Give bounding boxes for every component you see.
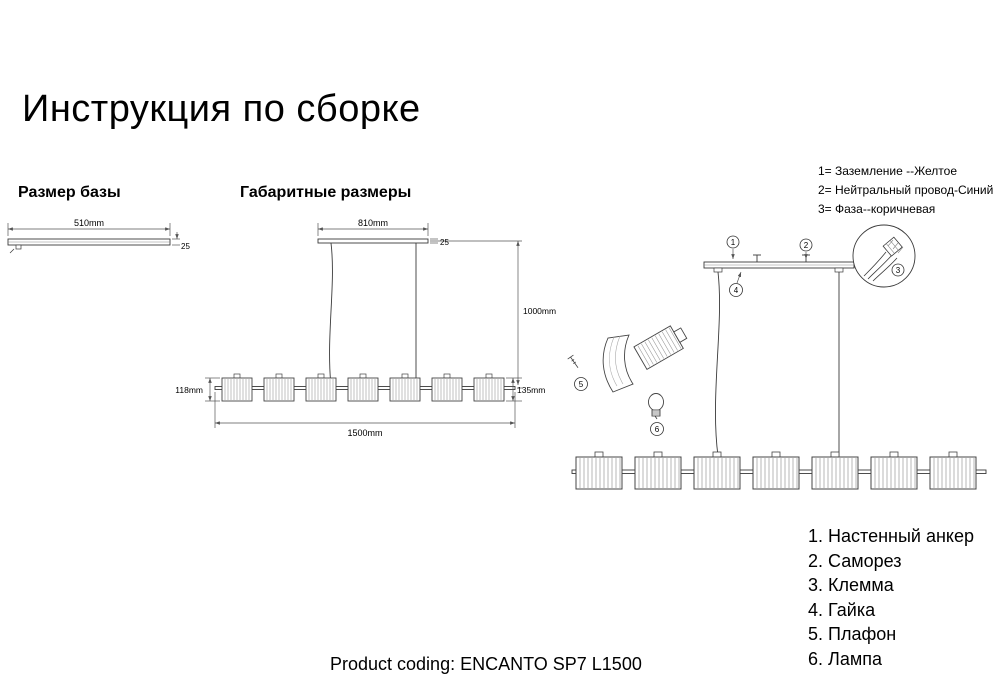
callout-6-badge: 6 bbox=[650, 422, 664, 436]
assembled-fixture-drawing bbox=[571, 451, 987, 490]
svg-text:3: 3 bbox=[896, 266, 901, 275]
page-title: Инструкция по сборке bbox=[22, 88, 421, 130]
callout-3-badge: 3 bbox=[891, 263, 905, 277]
assembly-drawing bbox=[703, 224, 916, 457]
legend-item-ground: 1= Заземление --Желтое bbox=[818, 164, 958, 178]
part-item-shade: 5. Плафон bbox=[808, 624, 897, 644]
dim-canopy-width: 810mm bbox=[358, 218, 388, 228]
wiring-legend: 1= Заземление --Желтое 2= Нейтральный пр… bbox=[818, 162, 993, 219]
svg-text:5: 5 bbox=[579, 380, 584, 389]
legend-item-neutral: 2= Нейтральный провод-Синий bbox=[818, 183, 994, 197]
part-item-screw: 2. Саморез bbox=[808, 550, 902, 571]
callout-badges: 1 2 3 4 5 6 bbox=[574, 235, 905, 436]
legend-item-phase: 3= Фаза--коричневая bbox=[818, 202, 936, 216]
part-item-terminal: 3. Клемма bbox=[808, 575, 894, 595]
dim-canopy-thickness: 25 bbox=[440, 238, 449, 247]
base-size-label: Размер базы bbox=[18, 184, 121, 201]
dim-base-width: 510mm bbox=[74, 218, 104, 228]
dim-base-thickness: 25 bbox=[181, 242, 190, 251]
part-item-anchor: 1. Настенный анкер bbox=[808, 526, 974, 546]
shade-holder-drawing bbox=[633, 325, 688, 371]
part-item-lamp: 6. Лампа bbox=[808, 648, 882, 669]
product-coding: Product coding: ENCANTO SP7 L1500 bbox=[330, 654, 642, 674]
dim-shade-height: 135mm bbox=[517, 385, 545, 395]
dim-drop-height: 1000mm bbox=[523, 306, 556, 316]
callout-5-badge: 5 bbox=[574, 377, 588, 391]
base-size-drawing bbox=[7, 223, 180, 254]
svg-text:2: 2 bbox=[804, 241, 809, 250]
overall-shades-row bbox=[221, 373, 505, 402]
parts-list: 1. Настенный анкер 2. Саморез 3. Клемма … bbox=[808, 524, 974, 671]
callout-1-badge: 1 bbox=[726, 235, 740, 249]
callout-2-badge: 2 bbox=[799, 238, 813, 252]
part-item-nut: 4. Гайка bbox=[808, 599, 876, 620]
screw-icon bbox=[567, 354, 579, 368]
dim-left-height: 118mm bbox=[175, 385, 203, 395]
shade-glass-drawing bbox=[602, 334, 634, 393]
overall-size-label: Габаритные размеры bbox=[240, 184, 412, 201]
svg-text:6: 6 bbox=[655, 425, 660, 434]
dim-length: 1500mm bbox=[347, 428, 382, 438]
svg-text:1: 1 bbox=[731, 238, 736, 247]
callout-4-badge: 4 bbox=[729, 283, 743, 297]
svg-text:4: 4 bbox=[734, 286, 739, 295]
lamp-bulb-drawing bbox=[648, 393, 664, 420]
